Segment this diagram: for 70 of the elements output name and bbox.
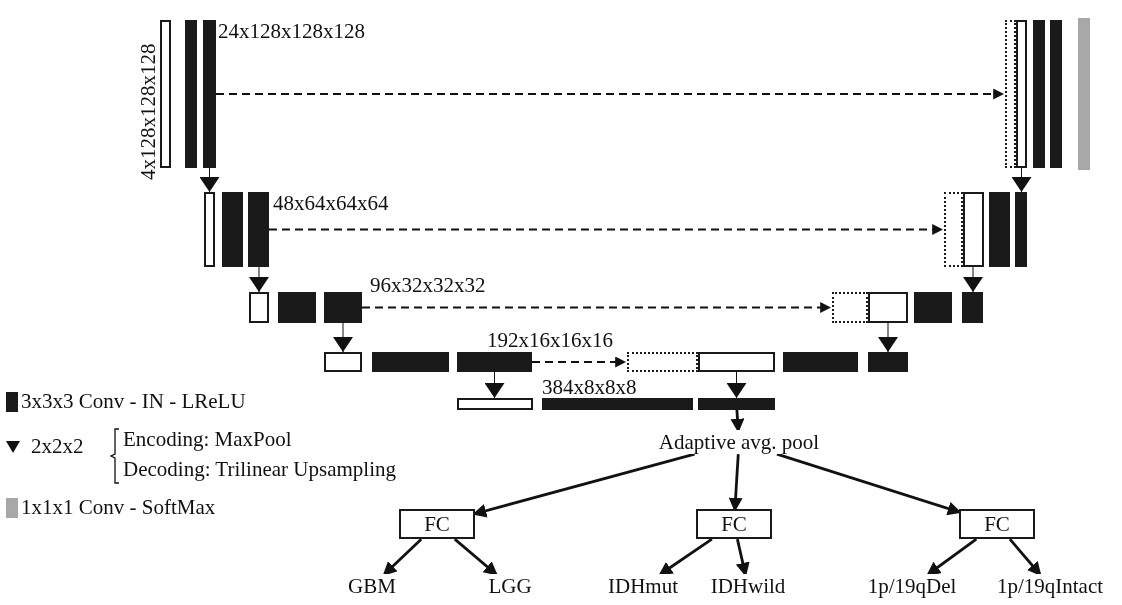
feature-map-bar xyxy=(248,192,269,267)
feature-map-bar xyxy=(222,192,243,267)
arrow xyxy=(926,538,978,576)
triangle-arrow xyxy=(333,322,353,353)
arrow xyxy=(658,538,713,576)
dashed-arrow xyxy=(216,88,1005,100)
feature-map-bar xyxy=(783,352,858,372)
arrow xyxy=(776,452,962,516)
feature-map-box xyxy=(868,292,908,323)
feature-map-box xyxy=(698,352,775,372)
feature-map-bar xyxy=(185,20,197,168)
legend-text: 2x2x2 xyxy=(31,434,84,459)
feature-map-bar xyxy=(372,352,449,372)
legend-text: 1x1x1 Conv - SoftMax xyxy=(21,495,216,520)
feature-map-bar xyxy=(278,292,316,323)
dimension-label: 384x8x8x8 xyxy=(542,376,637,400)
dimension-label: 192x16x16x16 xyxy=(487,329,613,353)
feature-map-bar xyxy=(542,398,693,410)
feature-map-bar xyxy=(1050,20,1062,168)
triangle-arrow xyxy=(1011,167,1032,193)
feature-map-bar xyxy=(203,20,216,168)
triangle-arrow xyxy=(249,266,269,293)
feature-map-bar xyxy=(457,352,532,372)
feature-map-bar xyxy=(698,398,775,410)
legend-text: 3x3x3 Conv - IN - LReLU xyxy=(21,389,246,414)
dashed-arrow xyxy=(269,224,944,235)
arrow xyxy=(736,538,750,577)
arrow xyxy=(453,538,498,576)
feature-map-bar xyxy=(1033,20,1045,168)
arrow xyxy=(1008,538,1042,577)
feature-map-box xyxy=(457,398,533,410)
feature-map-bar xyxy=(868,352,908,372)
feature-map-bar xyxy=(914,292,952,323)
dashed-arrow xyxy=(532,356,627,368)
dimension-label: Encoding: MaxPool xyxy=(123,428,292,452)
arrow xyxy=(730,409,745,433)
arrow xyxy=(728,454,743,512)
fc-layer-box: FC xyxy=(696,509,772,540)
skip-connection-box xyxy=(944,192,963,267)
skip-connection-box xyxy=(832,292,868,323)
triangle-arrow xyxy=(878,322,898,353)
node-label: Adaptive avg. pool xyxy=(658,430,820,455)
triangle-arrow xyxy=(484,371,505,399)
feature-map-box xyxy=(324,352,362,372)
feature-map-bar xyxy=(989,192,1010,267)
dimension-label: 4x128x128x128 xyxy=(137,43,161,180)
feature-map-bar xyxy=(1015,192,1027,267)
fc-layer-box: FC xyxy=(399,509,475,540)
dimension-label: 24x128x128x128 xyxy=(218,20,365,44)
feature-map-bar xyxy=(324,292,362,323)
node-label: 1p/19qDel xyxy=(867,574,957,599)
feature-map-box xyxy=(1016,20,1027,168)
skip-connection-box xyxy=(627,352,698,372)
feature-map-box xyxy=(160,20,171,168)
feature-map-bar xyxy=(1078,18,1090,170)
fc-layer-box: FC xyxy=(959,509,1035,540)
skip-connection-box xyxy=(1005,20,1016,168)
triangle-arrow xyxy=(726,371,747,399)
dimension-label: 48x64x64x64 xyxy=(273,192,389,216)
dimension-label: 96x32x32x32 xyxy=(370,274,486,298)
node-label: 1p/19qIntact xyxy=(996,574,1104,599)
feature-map-box xyxy=(963,192,984,267)
feature-map-box xyxy=(204,192,215,267)
feature-map-box xyxy=(249,292,269,323)
triangle-arrow xyxy=(199,167,220,193)
feature-map-bar xyxy=(962,292,983,323)
dashed-arrow xyxy=(362,302,832,313)
dimension-label: Decoding: Trilinear Upsampling xyxy=(123,458,396,482)
triangle-arrow xyxy=(963,266,983,293)
arrow xyxy=(382,538,423,576)
